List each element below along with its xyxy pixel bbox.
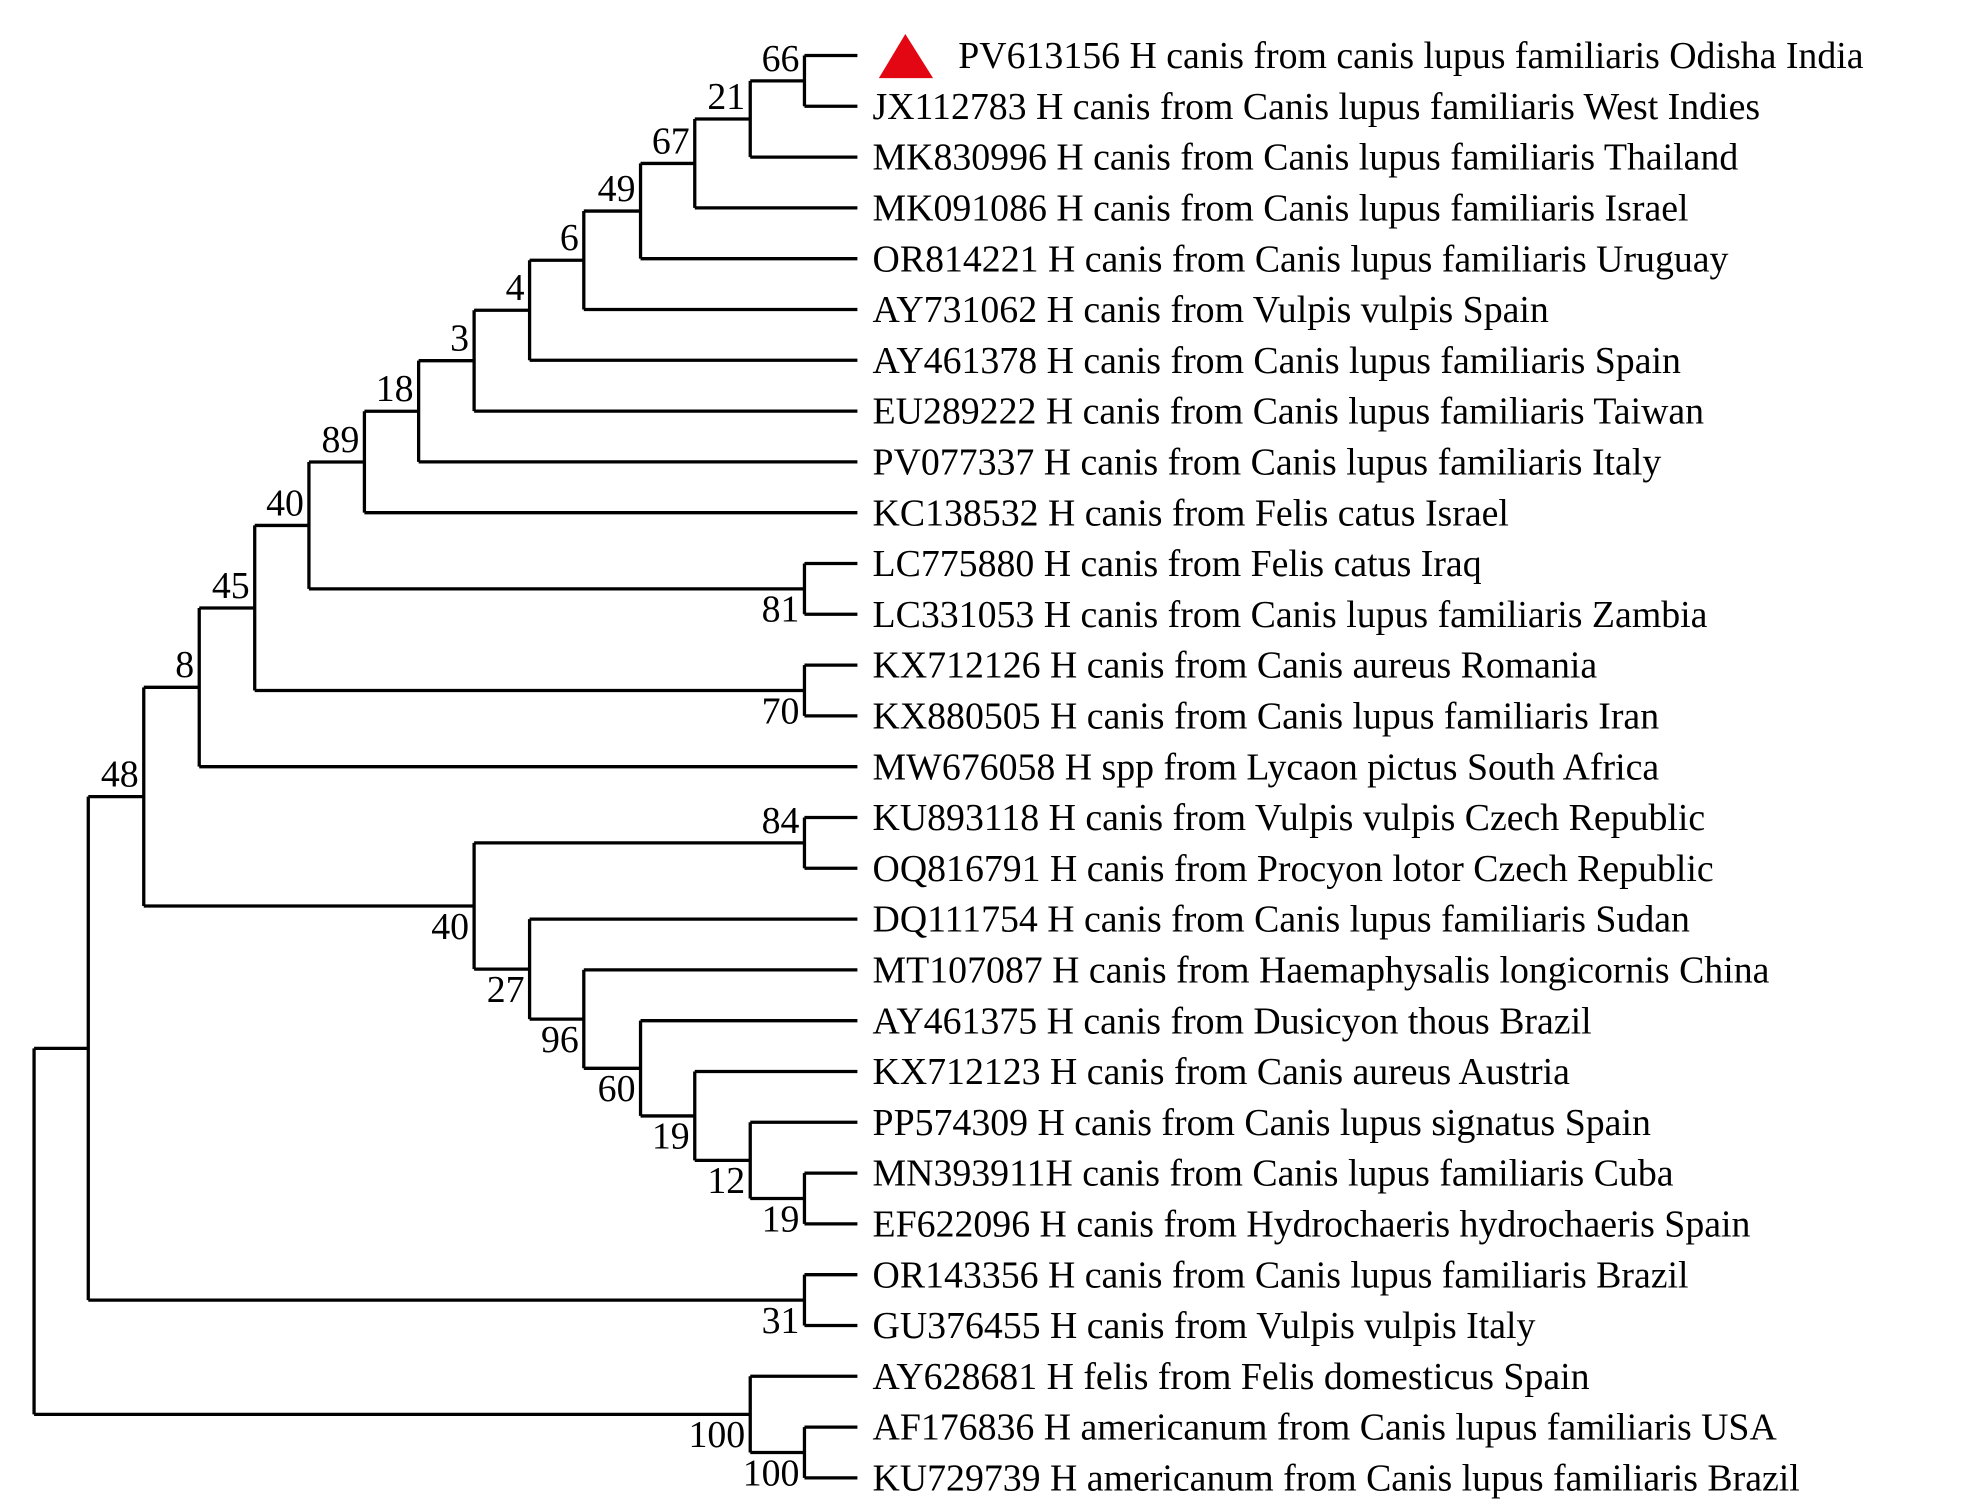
bootstrap-value: 27 [487,969,525,1011]
taxon-label: OR814221 H canis from Canis lupus famili… [873,238,1729,280]
bootstrap-value: 21 [707,76,745,118]
taxon-label: AY731062 H canis from Vulpis vulpis Spai… [873,289,1549,331]
taxon-label: MT107087 H canis from Haemaphysalis long… [873,949,1770,991]
taxon-label: KC138532 H canis from Felis catus Israel [873,492,1509,534]
bootstrap-value: 67 [652,120,690,162]
bootstrap-value: 19 [762,1198,800,1240]
bootstrap-value: 70 [762,690,800,732]
taxon-label: KX880505 H canis from Canis lupus famili… [873,695,1660,737]
taxon-label: KX712123 H canis from Canis aureus Austr… [873,1051,1571,1093]
bootstrap-value: 48 [101,754,139,796]
taxon-label: LC331053 H canis from Canis lupus famili… [873,594,1708,636]
taxon-label: EU289222 H canis from Canis lupus famili… [873,391,1705,433]
bootstrap-value: 19 [652,1116,690,1158]
bootstrap-value: 31 [762,1300,800,1342]
bootstrap-value: 89 [322,419,360,461]
bootstrap-value: 60 [598,1068,636,1110]
taxon-label: MN393911H canis from Canis lupus familia… [873,1153,1674,1195]
taxon-label: AY628681 H felis from Felis domesticus S… [873,1356,1590,1398]
bootstrap-value: 40 [266,482,304,524]
bootstrap-value: 3 [450,318,469,360]
bootstrap-value: 4 [506,267,525,309]
taxon-label: DQ111754 H canis from Canis lupus famili… [873,899,1691,941]
taxon-label: JX112783 H canis from Canis lupus famili… [873,86,1761,128]
taxon-label: KU893118 H canis from Vulpis vulpis Czec… [873,797,1706,839]
bootstrap-value: 45 [212,565,250,607]
taxon-label: LC775880 H canis from Felis catus Iraq [873,543,1482,585]
bootstrap-value: 18 [376,368,414,410]
bootstrap-value: 12 [707,1160,745,1202]
bootstrap-value: 81 [762,589,800,631]
taxon-label: AF176836 H americanum from Canis lupus f… [873,1407,1778,1449]
taxon-label: MW676058 H spp from Lycaon pictus South … [873,746,1660,788]
taxon-label: KU729739 H americanum from Canis lupus f… [873,1457,1800,1499]
bootstrap-value: 100 [688,1414,745,1456]
taxon-label: OR143356 H canis from Canis lupus famili… [873,1254,1689,1296]
taxon-label: OQ816791 H canis from Procyon lotor Czec… [873,848,1714,890]
taxon-label: GU376455 H canis from Vulpis vulpis Ital… [873,1305,1536,1347]
taxon-label: MK091086 H canis from Canis lupus famili… [873,187,1689,229]
query-sequence-marker-icon [878,34,934,79]
bootstrap-value: 100 [743,1452,800,1494]
taxon-label: EF622096 H canis from Hydrochaeris hydro… [873,1203,1751,1245]
bootstrap-value: 6 [560,217,579,259]
taxon-label: PP574309 H canis from Canis lupus signat… [873,1102,1651,1144]
taxon-label: PV613156 H canis from canis lupus famili… [958,35,1863,77]
taxon-label: PV077337 H canis from Canis lupus famili… [873,441,1662,483]
bootstrap-value: 49 [598,168,636,210]
bootstrap-value: 66 [762,38,800,80]
bootstrap-value: 40 [431,906,469,948]
bootstrap-value: 96 [541,1019,579,1061]
taxon-label: KX712126 H canis from Canis aureus Roman… [873,645,1598,687]
taxon-label: AY461375 H canis from Dusicyon thous Bra… [873,1000,1592,1042]
taxon-label: AY461378 H canis from Canis lupus famili… [873,340,1681,382]
bootstrap-value: 84 [762,800,800,842]
taxon-label: MK830996 H canis from Canis lupus famili… [873,137,1739,179]
bootstrap-value: 8 [175,644,194,686]
